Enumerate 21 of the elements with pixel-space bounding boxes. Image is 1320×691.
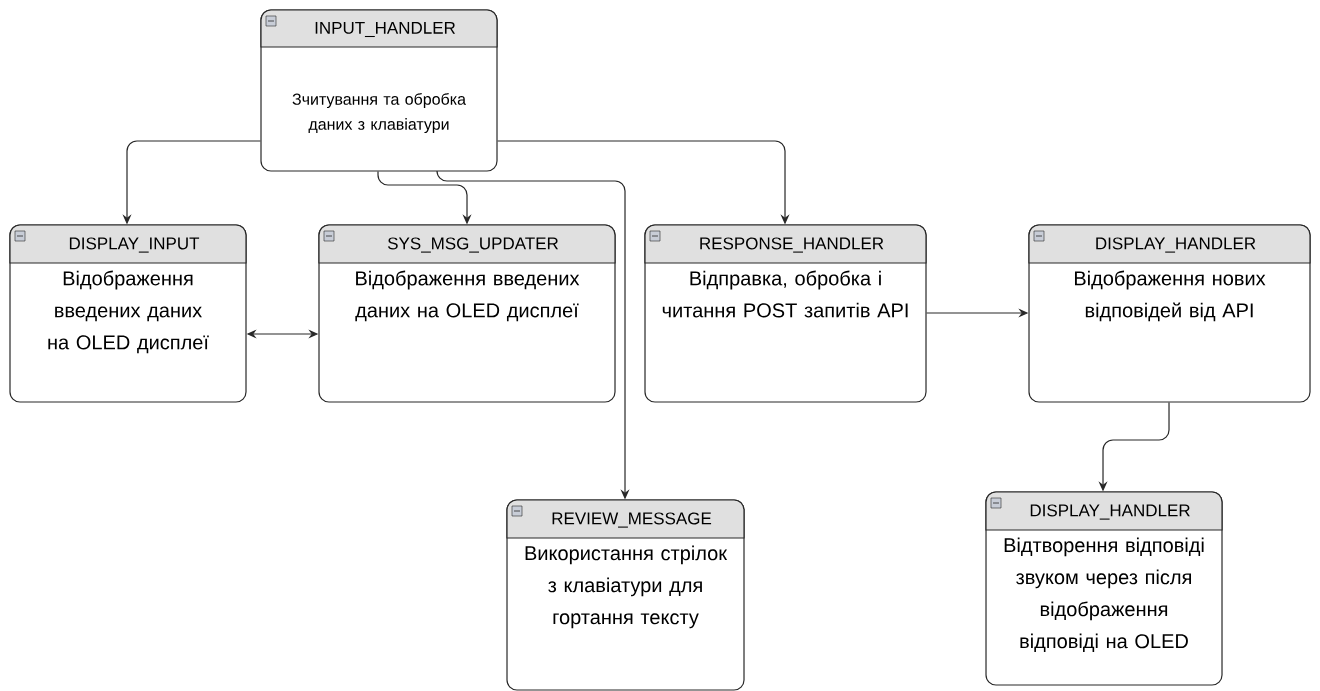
box-title: SYS_MSG_UPDATER bbox=[387, 237, 559, 253]
box-title: DISPLAY_INPUT bbox=[69, 237, 200, 253]
state-box bbox=[1028, 224, 1311, 403]
box-title: DISPLAY_HANDLER bbox=[1096, 237, 1256, 253]
state-box bbox=[260, 9, 498, 172]
state-box bbox=[9, 224, 247, 403]
state-box bbox=[506, 499, 745, 691]
box-title: RESPONSE_HANDLER bbox=[700, 237, 884, 253]
box-text: Відображення введених даних на OLED дисплеї bbox=[48, 270, 209, 354]
box-text: Зчитування та обробка даних з клавіатури bbox=[292, 93, 466, 134]
box-text: Використання стрілок з клавіатури для гортання тексту bbox=[525, 545, 728, 629]
box-text: Відтворення відповіді звуком через після відображення відповіді на OLED bbox=[1004, 537, 1204, 653]
box-text: Відправка, обробка і читання POST запитів API bbox=[662, 270, 908, 318]
box-title: INPUT_HANDLER bbox=[315, 21, 456, 38]
box-text: Відображення введених даних на OLED дисплеї bbox=[355, 270, 580, 322]
state-box bbox=[318, 224, 616, 403]
box-text: Відображення нових відповідей від API bbox=[1075, 270, 1266, 322]
state-box bbox=[644, 224, 927, 403]
state-box bbox=[985, 491, 1223, 686]
box-title: REVIEW_MESSAGE bbox=[552, 512, 712, 528]
box-title: DISPLAY_HANDLER bbox=[1030, 504, 1190, 520]
